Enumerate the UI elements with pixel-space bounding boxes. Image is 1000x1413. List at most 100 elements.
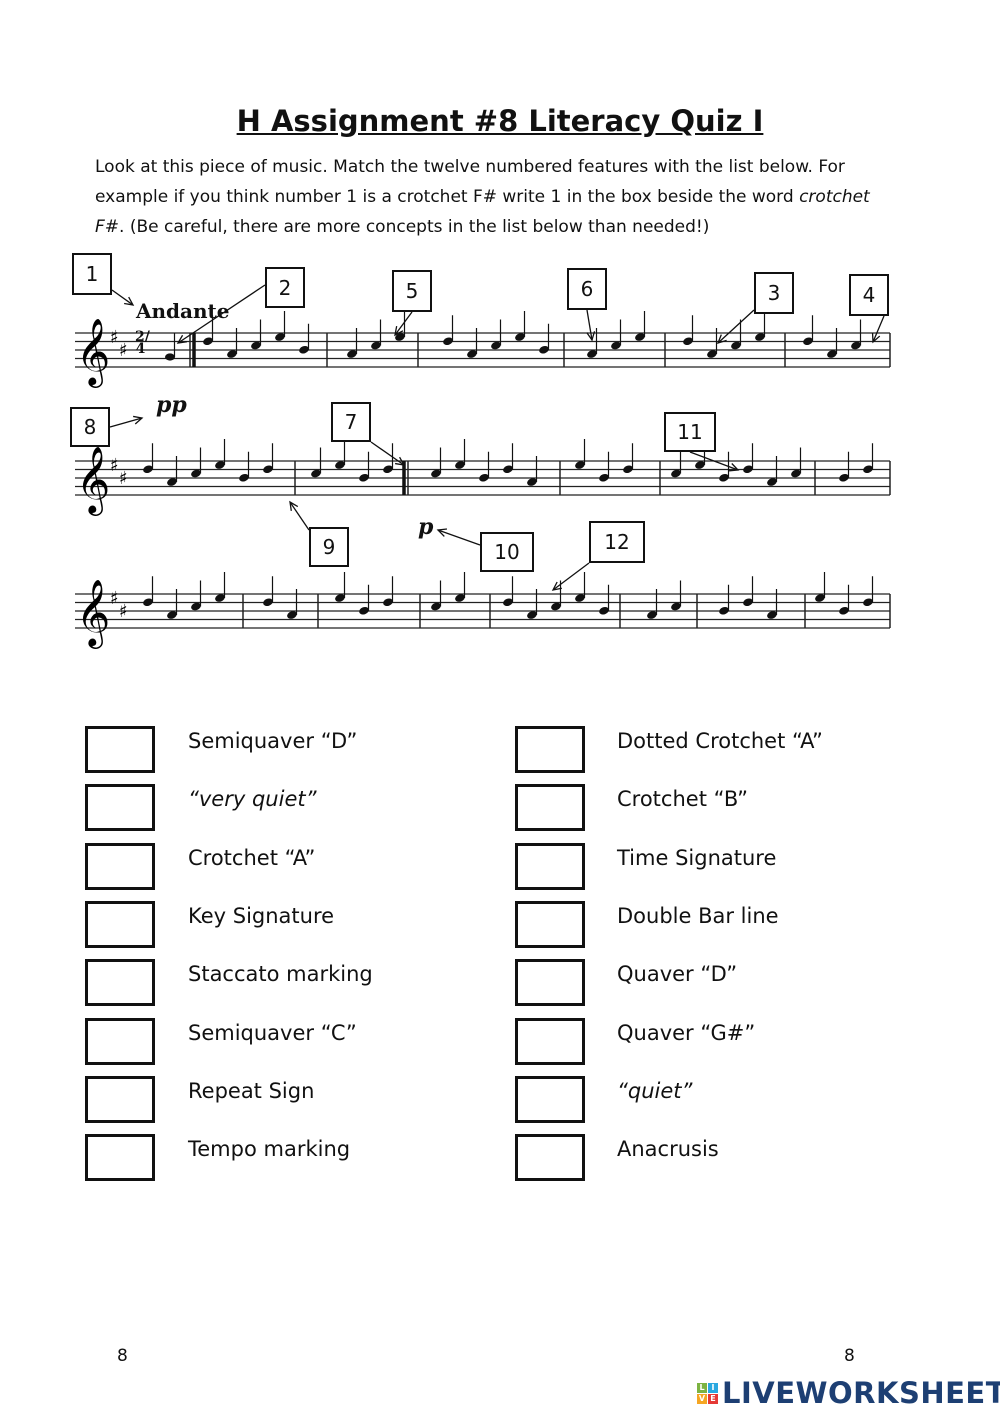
concept-label: “quiet” — [617, 1078, 693, 1103]
note-head — [743, 465, 753, 474]
answer-box[interactable] — [515, 900, 585, 948]
note-head — [287, 611, 297, 619]
note-head — [683, 337, 693, 346]
sharp-icon: ♯ — [110, 455, 119, 476]
note-head — [803, 337, 813, 346]
note-head — [707, 350, 717, 358]
arrow-head-icon — [551, 581, 562, 591]
dynamic-pp: pp — [156, 392, 187, 418]
note-head — [239, 473, 249, 482]
note-head — [215, 461, 225, 469]
note-head — [455, 594, 465, 602]
music-score: 𝄞♯♯𝄞♯♯𝄞♯♯ — [75, 284, 891, 649]
arrow-head-icon — [716, 334, 727, 345]
answer-box[interactable] — [515, 726, 585, 773]
arrow-head-icon — [728, 463, 740, 472]
note-head — [587, 350, 597, 358]
sharp-icon: ♯ — [110, 327, 119, 348]
answer-box[interactable] — [85, 784, 155, 832]
note-head — [575, 461, 585, 469]
note-head — [263, 465, 273, 474]
note-head — [647, 611, 657, 619]
answer-box[interactable] — [515, 1017, 585, 1065]
page-title: H Assignment #8 Literacy Quiz I — [236, 104, 764, 138]
feature-number-11: 11 — [664, 412, 716, 452]
note-head — [455, 461, 465, 469]
concept-label: “very quiet” — [188, 787, 317, 812]
instructions-text: Look at this piece of music. Match the t… — [95, 157, 845, 207]
note-head — [599, 473, 609, 482]
answer-box[interactable] — [85, 726, 155, 773]
note-head — [431, 469, 441, 478]
answer-box[interactable] — [85, 959, 155, 1007]
answer-box[interactable] — [85, 900, 155, 948]
note-head — [755, 333, 765, 341]
note-head — [203, 337, 213, 346]
answer-box[interactable] — [85, 1134, 155, 1182]
note-head — [263, 598, 273, 607]
pointer-arrow — [177, 284, 266, 344]
answer-box[interactable] — [85, 1075, 155, 1123]
sharp-icon: ♯ — [119, 601, 128, 622]
arrow-head-icon — [586, 331, 596, 342]
note-head — [551, 602, 561, 611]
treble-clef-icon: 𝄞 — [76, 445, 110, 516]
note-head — [431, 602, 441, 611]
note-head — [611, 341, 621, 350]
treble-clef-icon: 𝄞 — [76, 578, 110, 649]
answer-box[interactable] — [515, 959, 585, 1007]
concept-label: Quaver “G#” — [617, 1020, 756, 1045]
note-head — [359, 473, 369, 482]
answer-box[interactable] — [515, 1134, 585, 1182]
note-head — [539, 345, 549, 354]
instructions: Look at this piece of music. Match the t… — [95, 152, 895, 242]
note-head — [479, 473, 489, 482]
note-head — [671, 469, 681, 478]
note-head — [695, 461, 705, 469]
note-head — [503, 465, 513, 474]
note-head — [167, 478, 177, 486]
answer-box[interactable] — [515, 1075, 585, 1123]
note-head — [383, 598, 393, 607]
sharp-icon: ♯ — [110, 588, 119, 609]
feature-number-2: 2 — [265, 267, 305, 308]
pointer-arrow — [872, 315, 885, 343]
arrow-head-icon — [395, 456, 406, 466]
feature-number-4: 4 — [849, 274, 889, 316]
feature-number-7: 7 — [331, 402, 371, 442]
note-head — [359, 606, 369, 615]
sharp-icon: ♯ — [119, 340, 128, 361]
pointer-arrow — [689, 451, 739, 471]
answer-box[interactable] — [85, 1017, 155, 1065]
concept-label: Semiquaver “D” — [188, 729, 358, 753]
note-head — [815, 594, 825, 602]
sharp-icon: ♯ — [119, 468, 128, 489]
note-head — [383, 465, 393, 474]
dynamic-p: p — [418, 514, 434, 540]
note-head — [743, 598, 753, 607]
answer-box[interactable] — [85, 842, 155, 890]
concept-label: Crotchet “A” — [188, 845, 316, 870]
note-head — [635, 333, 645, 341]
feature-number-5: 5 — [392, 270, 432, 312]
note-head — [443, 337, 453, 346]
note-head — [227, 350, 237, 358]
note-head — [839, 473, 849, 482]
feature-number-6: 6 — [567, 268, 607, 310]
note-head — [767, 478, 777, 486]
note-head — [863, 465, 873, 474]
pointer-arrow — [370, 441, 405, 466]
arrow-head-icon — [436, 528, 448, 537]
note-head — [251, 341, 261, 350]
concept-label: Crotchet “B” — [617, 787, 748, 812]
note-head — [515, 333, 525, 341]
answer-box[interactable] — [515, 784, 585, 832]
note-head — [491, 341, 501, 350]
feature-number-9: 9 — [309, 527, 349, 567]
treble-clef-icon: 𝄞 — [76, 317, 110, 388]
answer-box[interactable] — [515, 842, 585, 890]
note-head — [719, 473, 729, 482]
note-head — [623, 465, 633, 474]
concept-label: Double Bar line — [617, 903, 779, 928]
